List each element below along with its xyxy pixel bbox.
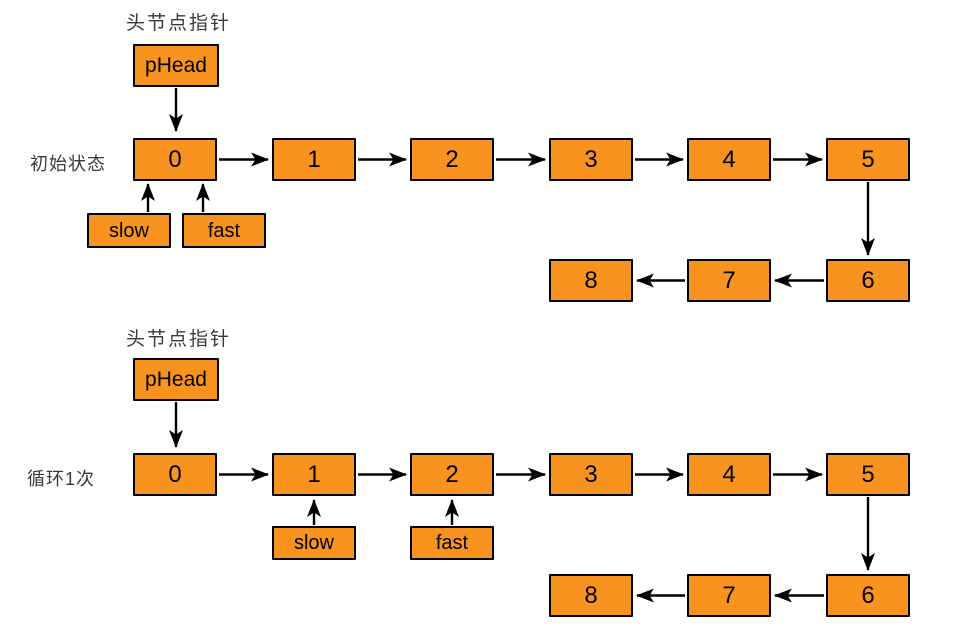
s1-node-6: 6: [826, 259, 910, 302]
s1-state-label: 初始状态: [30, 154, 106, 174]
s2-node-1: 1: [272, 453, 356, 496]
s2-node-4: 4: [687, 453, 771, 496]
s2-fast-box: fast: [410, 526, 494, 560]
s2-pointer-label: 头节点指针: [126, 329, 232, 350]
s2-node-7: 7: [687, 574, 771, 617]
s1-node-1: 1: [272, 138, 356, 181]
s1-node-7: 7: [687, 259, 771, 302]
s2-state-label: 循环1次: [27, 469, 96, 489]
s1-fast-box: fast: [182, 213, 266, 248]
s1-node-2: 2: [410, 138, 494, 181]
s1-phead-box: pHead: [133, 44, 219, 87]
s2-slow-box: slow: [272, 526, 356, 560]
s2-node-2: 2: [410, 453, 494, 496]
s1-node-0: 0: [133, 138, 217, 181]
s1-node-8: 8: [549, 259, 633, 302]
s2-phead-box: pHead: [133, 358, 219, 401]
s2-node-5: 5: [826, 453, 910, 496]
s2-node-3: 3: [549, 453, 633, 496]
s1-node-3: 3: [549, 138, 633, 181]
s2-node-6: 6: [826, 574, 910, 617]
s1-node-5: 5: [826, 138, 910, 181]
s1-node-4: 4: [687, 138, 771, 181]
s1-pointer-label: 头节点指针: [126, 13, 232, 34]
s2-node-0: 0: [133, 453, 217, 496]
s2-node-8: 8: [549, 574, 633, 617]
s1-slow-box: slow: [87, 213, 171, 248]
